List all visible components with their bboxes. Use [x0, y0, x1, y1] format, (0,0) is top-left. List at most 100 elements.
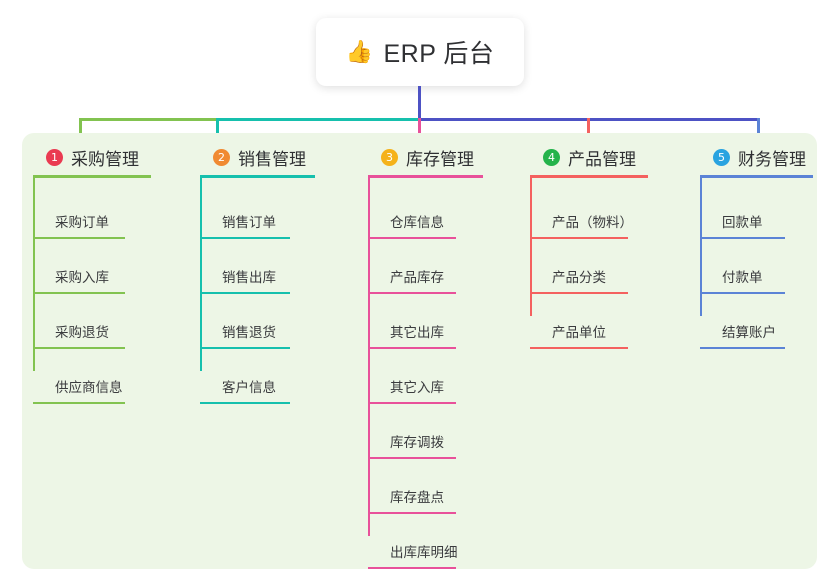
branch-underline [33, 175, 151, 178]
branch-number-badge: 3 [381, 148, 398, 166]
branch-item-label: 付款单 [722, 270, 763, 285]
branch-item[interactable]: 其它出库 [368, 322, 456, 350]
branch-column-5: 5 财务管理 [697, 144, 813, 178]
branch-item-label: 客户信息 [222, 380, 276, 395]
branch-item-label: 销售退货 [222, 325, 276, 340]
branch-item-underline [368, 567, 456, 569]
branch-underline [200, 175, 315, 178]
branch-item[interactable]: 销售退货 [200, 322, 290, 350]
branch-item[interactable]: 产品分类 [530, 267, 628, 295]
branch-spine-5 [700, 178, 702, 316]
root-node[interactable]: 👍 ERP 后台 [316, 18, 524, 86]
branch-number-badge: 2 [213, 148, 230, 166]
branch-item[interactable]: 回款单 [700, 212, 785, 240]
branch-title: 采购管理 [71, 149, 139, 169]
branch-header-5[interactable]: 5 财务管理 [697, 144, 813, 170]
branch-item-underline [33, 347, 125, 349]
branch-item[interactable]: 采购退货 [33, 322, 125, 350]
branch-item[interactable]: 供应商信息 [33, 377, 125, 405]
branch-item-label: 出库库明细 [390, 545, 458, 560]
diagram-panel [22, 133, 817, 569]
branch-item-underline [33, 292, 125, 294]
branch-column-2: 2 销售管理 [197, 144, 315, 178]
branch-item-underline [700, 237, 785, 239]
branch-item[interactable]: 客户信息 [200, 377, 290, 405]
branch-item-underline [368, 347, 456, 349]
bus-segment-1 [79, 118, 217, 121]
branch-spine-3 [368, 178, 370, 536]
branch-item[interactable]: 产品库存 [368, 267, 456, 295]
branch-item-underline [200, 402, 290, 404]
branch-title: 产品管理 [568, 149, 636, 169]
branch-item-underline [368, 402, 456, 404]
branch-title: 库存管理 [406, 149, 474, 169]
thumbs-up-icon: 👍 [345, 39, 374, 64]
branch-item-underline [33, 237, 125, 239]
branch-item[interactable]: 其它入库 [368, 377, 456, 405]
branch-header-3[interactable]: 3 库存管理 [365, 144, 483, 170]
branch-item-label: 产品（物料） [552, 215, 633, 230]
branch-header-2[interactable]: 2 销售管理 [197, 144, 315, 170]
branch-item-label: 结算账户 [722, 325, 776, 340]
branch-item-underline [200, 292, 290, 294]
branch-item-label: 供应商信息 [55, 380, 123, 395]
branch-item[interactable]: 仓库信息 [368, 212, 456, 240]
root-node-content: 👍 ERP 后台 [346, 34, 495, 70]
branch-item-underline [700, 292, 785, 294]
branch-item-label: 采购入库 [55, 270, 109, 285]
branch-underline [368, 175, 483, 178]
branch-item-underline [368, 237, 456, 239]
branch-number-badge: 4 [543, 148, 560, 166]
branch-spine-1 [33, 178, 35, 371]
root-stem-connector [418, 86, 421, 120]
branch-header-4[interactable]: 4 产品管理 [527, 144, 648, 170]
branch-item-label: 其它出库 [390, 325, 444, 340]
branch-item-underline [33, 402, 125, 404]
branch-item[interactable]: 库存盘点 [368, 487, 456, 515]
branch-title: 财务管理 [738, 149, 806, 169]
branch-item-label: 产品单位 [552, 325, 606, 340]
branch-item-underline [368, 457, 456, 459]
branch-item-underline [530, 237, 628, 239]
branch-item-label: 其它入库 [390, 380, 444, 395]
branch-spine-2 [200, 178, 202, 371]
branch-number-badge: 5 [713, 148, 730, 166]
branch-item-label: 库存调拨 [390, 435, 444, 450]
branch-item-underline [530, 292, 628, 294]
branch-item-underline [700, 347, 785, 349]
branch-item-label: 销售订单 [222, 215, 276, 230]
branch-item[interactable]: 出库库明细 [368, 542, 458, 570]
branch-item-underline [200, 347, 290, 349]
branch-item-label: 采购订单 [55, 215, 109, 230]
branch-item-label: 仓库信息 [390, 215, 444, 230]
branch-item[interactable]: 采购入库 [33, 267, 125, 295]
branch-column-3: 3 库存管理 [365, 144, 483, 178]
branch-item-label: 产品分类 [552, 270, 606, 285]
branch-header-1[interactable]: 1 采购管理 [30, 144, 151, 170]
branch-item[interactable]: 销售订单 [200, 212, 290, 240]
branch-item-label: 采购退货 [55, 325, 109, 340]
branch-item-underline [200, 237, 290, 239]
branch-item[interactable]: 付款单 [700, 267, 785, 295]
branch-item[interactable]: 销售出库 [200, 267, 290, 295]
branch-underline [530, 175, 648, 178]
branch-underline [700, 175, 813, 178]
branch-spine-4 [530, 178, 532, 316]
branch-item[interactable]: 结算账户 [700, 322, 785, 350]
branch-item[interactable]: 产品单位 [530, 322, 628, 350]
branch-item-label: 产品库存 [390, 270, 444, 285]
branch-title: 销售管理 [238, 149, 306, 169]
branch-item[interactable]: 采购订单 [33, 212, 125, 240]
branch-item-label: 库存盘点 [390, 490, 444, 505]
branch-item-underline [368, 512, 456, 514]
branch-item[interactable]: 产品（物料） [530, 212, 633, 240]
root-node-label: ERP 后台 [383, 40, 495, 68]
branch-item-label: 回款单 [722, 215, 763, 230]
bus-segment-2 [216, 118, 419, 121]
branch-item-underline [530, 347, 628, 349]
branch-column-1: 1 采购管理 [30, 144, 151, 178]
branch-column-4: 4 产品管理 [527, 144, 648, 178]
branch-item[interactable]: 库存调拨 [368, 432, 456, 460]
branch-number-badge: 1 [46, 148, 63, 166]
